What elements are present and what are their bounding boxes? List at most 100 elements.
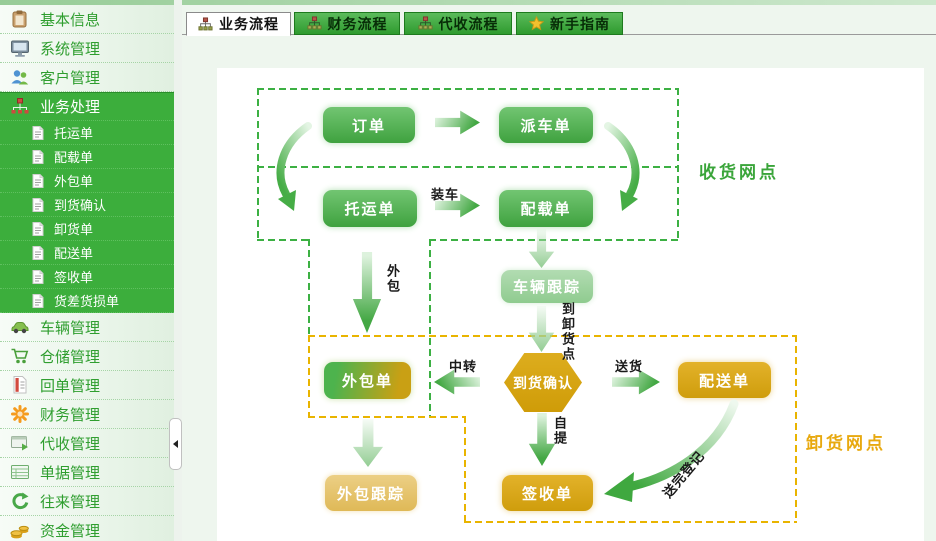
- sidebar-item-label: 往来管理: [40, 493, 101, 511]
- sidebar-item-label: 单据管理: [40, 464, 101, 482]
- sidebar-item-customers[interactable]: 客户管理: [0, 63, 174, 92]
- sidebar-item-funds[interactable]: 资金管理: [0, 516, 174, 541]
- node-stowage[interactable]: 配载单: [499, 190, 593, 227]
- sidebar-item-business-process[interactable]: 业务处理: [0, 92, 174, 121]
- edge-label-outsource: 外包: [385, 264, 400, 294]
- org-chart-icon: [10, 97, 30, 117]
- sidebar-item-label: 系统管理: [40, 40, 101, 58]
- cart-icon: [10, 346, 30, 366]
- node-dispatch-vehicle[interactable]: 派车单: [499, 107, 593, 143]
- tab-collection-flow[interactable]: 代收流程: [404, 12, 512, 35]
- sidebar-item-finance[interactable]: 财务管理: [0, 400, 174, 429]
- node-label: 订单: [351, 117, 386, 135]
- document-icon: [30, 197, 46, 213]
- tab-beginner-guide[interactable]: 新手指南: [516, 12, 623, 35]
- document-icon: [30, 293, 46, 309]
- sidebar-subitem-unload[interactable]: 卸货单: [0, 217, 174, 241]
- tab-label: 财务流程: [327, 15, 388, 32]
- sidebar-subitem-arrival-confirm[interactable]: 到货确认: [0, 193, 174, 217]
- node-consignment[interactable]: 托运单: [323, 190, 417, 227]
- tab-label: 代收流程: [438, 15, 499, 32]
- node-label: 派车单: [520, 117, 572, 135]
- document-icon: [30, 125, 46, 141]
- dash-yellow-notch-h: [308, 416, 466, 418]
- sidebar-item-documents[interactable]: 单据管理: [0, 458, 174, 487]
- node-label: 签收单: [521, 485, 573, 503]
- sidebar-subitem-outsource[interactable]: 外包单: [0, 169, 174, 193]
- sidebar-subitem-label: 托运单: [54, 126, 94, 141]
- sidebar-subitem-cargo-damage[interactable]: 货差货损单: [0, 289, 174, 313]
- sidebar-item-basic-info[interactable]: 基本信息: [0, 5, 174, 34]
- monitor-icon: [10, 38, 30, 58]
- sidebar-subitem-consignment[interactable]: 托运单: [0, 121, 174, 145]
- edge-label-loading: 装车: [431, 187, 460, 202]
- sidebar-collapse-handle[interactable]: [169, 418, 182, 470]
- form-icon: [10, 462, 30, 482]
- sidebar-item-warehouse[interactable]: 仓储管理: [0, 342, 174, 371]
- sidebar-subitem-stowage[interactable]: 配载单: [0, 145, 174, 169]
- sidebar-item-label: 基本信息: [40, 11, 101, 29]
- sidebar-item-label: 回单管理: [40, 377, 101, 395]
- flowchart-canvas: [217, 68, 924, 541]
- document-icon: [30, 173, 46, 189]
- node-label: 到货确认: [513, 374, 573, 391]
- dash-green-channel-right: [429, 239, 431, 417]
- node-label: 配载单: [520, 201, 572, 218]
- sidebar-subitem-sign[interactable]: 签收单: [0, 265, 174, 289]
- curved-arrow-dispatch-to-stowage: [604, 122, 640, 211]
- sidebar-item-label: 业务处理: [40, 99, 101, 116]
- sidebar-splitter: [174, 0, 182, 541]
- sidebar-item-label: 客户管理: [40, 69, 101, 87]
- document-icon: [30, 269, 46, 285]
- node-label: 外包单: [341, 373, 393, 390]
- coins-icon: [10, 520, 30, 540]
- sidebar-item-label: 资金管理: [40, 522, 101, 540]
- sidebar-item-collection[interactable]: 代收管理: [0, 429, 174, 458]
- car-icon: [10, 317, 30, 337]
- receipt-icon: [10, 375, 30, 395]
- document-icon: [30, 149, 46, 165]
- edge-label-to-unload-point: 到卸货点: [560, 302, 575, 362]
- users-icon: [10, 67, 30, 87]
- node-outsource-order[interactable]: 外包单: [324, 362, 411, 399]
- document-icon: [30, 245, 46, 261]
- dash-green-top: [257, 88, 678, 90]
- dash-yellow-left: [308, 335, 310, 417]
- dash-green-left: [257, 88, 259, 240]
- curved-arrow-delivery-to-sign: [604, 399, 739, 502]
- edge-label-transfer: 中转: [449, 359, 478, 374]
- sidebar-subitem-label: 到货确认: [54, 198, 107, 213]
- sidebar-item-contacts[interactable]: 往来管理: [0, 487, 174, 516]
- collapse-arrow-icon: [173, 440, 178, 448]
- edge-label-self-pickup: 自提: [552, 416, 567, 446]
- node-label: 配送单: [698, 372, 750, 390]
- dash-yellow-top: [308, 335, 797, 337]
- dash-yellow-bottom: [464, 521, 797, 523]
- sidebar-subitem-label: 外包单: [54, 174, 94, 189]
- star-icon: [529, 16, 544, 31]
- node-outsource-tracking[interactable]: 外包跟踪: [325, 475, 417, 511]
- node-vehicle-tracking[interactable]: 车辆跟踪: [501, 270, 593, 303]
- exchange-icon: [10, 491, 30, 511]
- sidebar-subitem-label: 货差货损单: [54, 294, 120, 309]
- sidebar-subitem-label: 配载单: [54, 150, 94, 165]
- sidebar: 基本信息 系统管理 客户管理 业务处理 托运单 配载单: [0, 5, 174, 541]
- document-icon: [30, 221, 46, 237]
- org-chart-icon: [198, 16, 213, 32]
- finance-icon: [10, 404, 30, 424]
- node-sign-order[interactable]: 签收单: [502, 475, 593, 511]
- tab-finance-flow[interactable]: 财务流程: [294, 12, 400, 35]
- sidebar-subitem-delivery[interactable]: 配送单: [0, 241, 174, 265]
- tab-business-flow[interactable]: 业务流程: [186, 12, 291, 36]
- node-order[interactable]: 订单: [323, 107, 415, 143]
- sidebar-item-vehicles[interactable]: 车辆管理: [0, 313, 174, 342]
- tab-label: 业务流程: [219, 16, 279, 32]
- clipboard-icon: [10, 9, 30, 29]
- curved-arrow-order-to-consignment: [276, 122, 312, 211]
- sidebar-item-receipts[interactable]: 回单管理: [0, 371, 174, 400]
- node-delivery-order[interactable]: 配送单: [678, 362, 771, 398]
- sidebar-item-label: 财务管理: [40, 406, 101, 424]
- sidebar-subitem-label: 签收单: [54, 270, 94, 285]
- sidebar-item-system[interactable]: 系统管理: [0, 34, 174, 63]
